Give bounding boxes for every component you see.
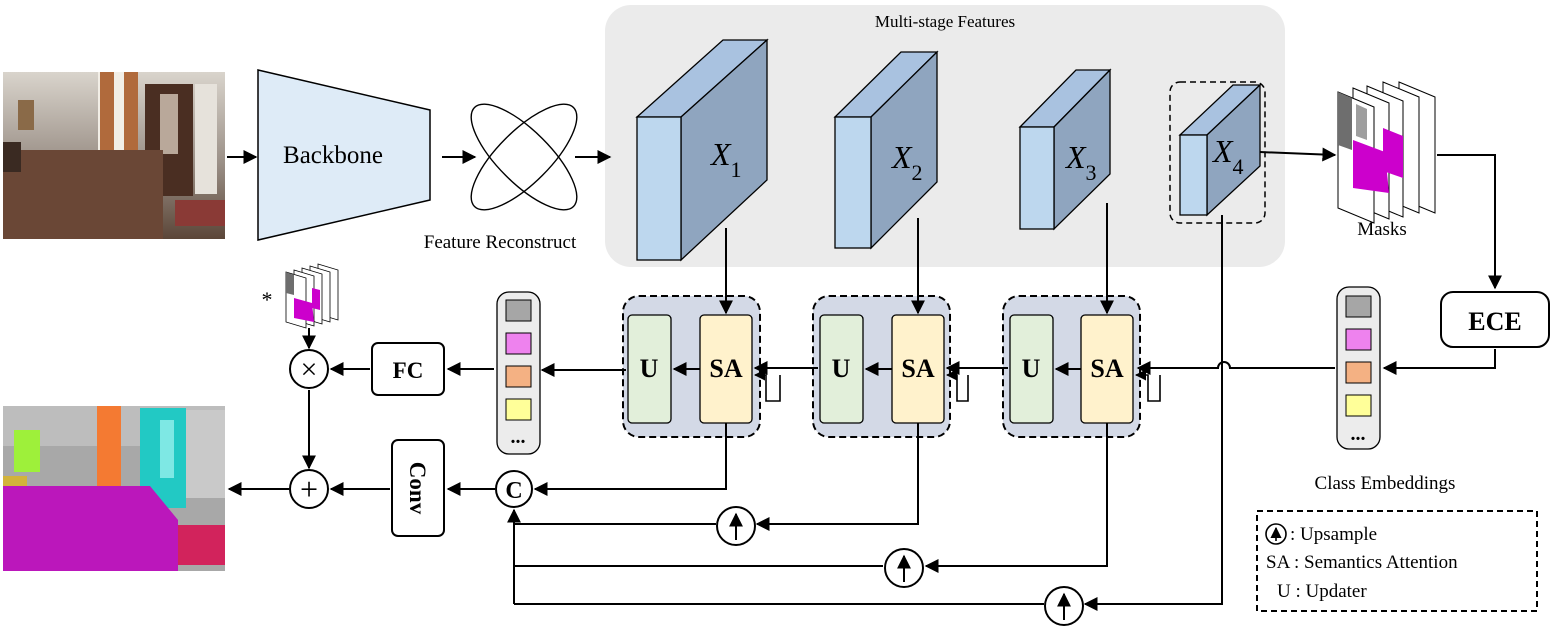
path-sa3-to-upsample	[924, 423, 1108, 573]
arrow-sa1-to-concat	[533, 423, 727, 496]
arrow-feedback-2	[945, 369, 969, 402]
output-segmentation-image	[3, 406, 225, 571]
multiply-symbol: ×	[301, 353, 318, 386]
backbone-block	[257, 69, 431, 241]
feature-x2	[833, 50, 939, 250]
class-embeddings-right	[1336, 286, 1381, 450]
updater-box-1	[627, 314, 672, 424]
sa-label-3: SA	[1090, 354, 1123, 383]
legend-upsample: : Upsample	[1290, 524, 1377, 545]
updater-label-1: U	[640, 354, 659, 383]
class-embeddings-right-dots: ...	[1351, 423, 1366, 445]
ece-label: ECE	[1468, 307, 1521, 336]
feature-x3-label: X3	[1064, 139, 1097, 185]
sa-label-1: SA	[709, 354, 742, 383]
class-embeddings-left	[496, 291, 541, 455]
legend-box	[1256, 510, 1538, 612]
updater-box-2	[819, 314, 864, 424]
legend-sa: SA : Semantics Attention	[1266, 552, 1458, 573]
feature-x3	[1018, 68, 1112, 231]
feature-reconstruct-label: Feature Reconstruct	[424, 232, 577, 253]
fc-label: FC	[393, 358, 424, 383]
updater-box-3	[1009, 314, 1054, 424]
feature-reconstruct-icon	[470, 103, 578, 211]
upsample-icon	[1044, 586, 1084, 626]
feature-x1-label: X1	[709, 136, 742, 182]
sa-label-2: SA	[901, 354, 934, 383]
arrow-ece-to-embeddings	[1382, 349, 1496, 375]
masks-label: Masks	[1357, 219, 1407, 240]
input-image	[3, 72, 225, 239]
ece-block	[1440, 291, 1550, 348]
upsample-icon	[716, 506, 756, 546]
path-sa2-to-upsample	[755, 423, 919, 531]
legend-u: U : Updater	[1277, 581, 1367, 602]
concat-label: C	[505, 478, 522, 504]
arrow-feedback-3	[1134, 369, 1161, 402]
class-embeddings-left-dots: ...	[511, 426, 526, 448]
class-embeddings-label: Class Embeddings	[1315, 473, 1456, 494]
multistage-panel	[605, 5, 1285, 267]
feature-x1	[635, 38, 769, 262]
feature-x2-label: X2	[890, 139, 923, 185]
upsample-icon	[884, 548, 924, 588]
add-symbol: +	[300, 471, 318, 507]
updater-label-3: U	[1022, 354, 1041, 383]
star-mark: *	[262, 287, 273, 312]
arrow-embeddings-to-sa3	[1136, 361, 1335, 375]
multiply-op	[289, 349, 329, 389]
arrow-x4-to-masks	[1259, 147, 1337, 162]
path-x4-to-upsample	[1083, 215, 1223, 611]
conv-block	[391, 439, 445, 537]
concat-op	[495, 470, 533, 508]
feature-x4	[1178, 83, 1262, 217]
multistage-title: Multi-stage Features	[875, 12, 1015, 31]
small-masks-stack	[285, 263, 339, 329]
backbone-label: Backbone	[283, 142, 383, 169]
add-op	[289, 469, 329, 509]
conv-label: Conv	[405, 462, 430, 515]
arrow-masks-to-ece	[1437, 154, 1502, 290]
legend-upsample-icon	[1265, 523, 1287, 545]
feature-x4-label: X4	[1211, 133, 1244, 179]
masks-stack	[1337, 81, 1436, 224]
arrow-feedback-1	[753, 369, 781, 402]
fc-block	[371, 342, 445, 396]
updater-label-2: U	[832, 354, 851, 383]
